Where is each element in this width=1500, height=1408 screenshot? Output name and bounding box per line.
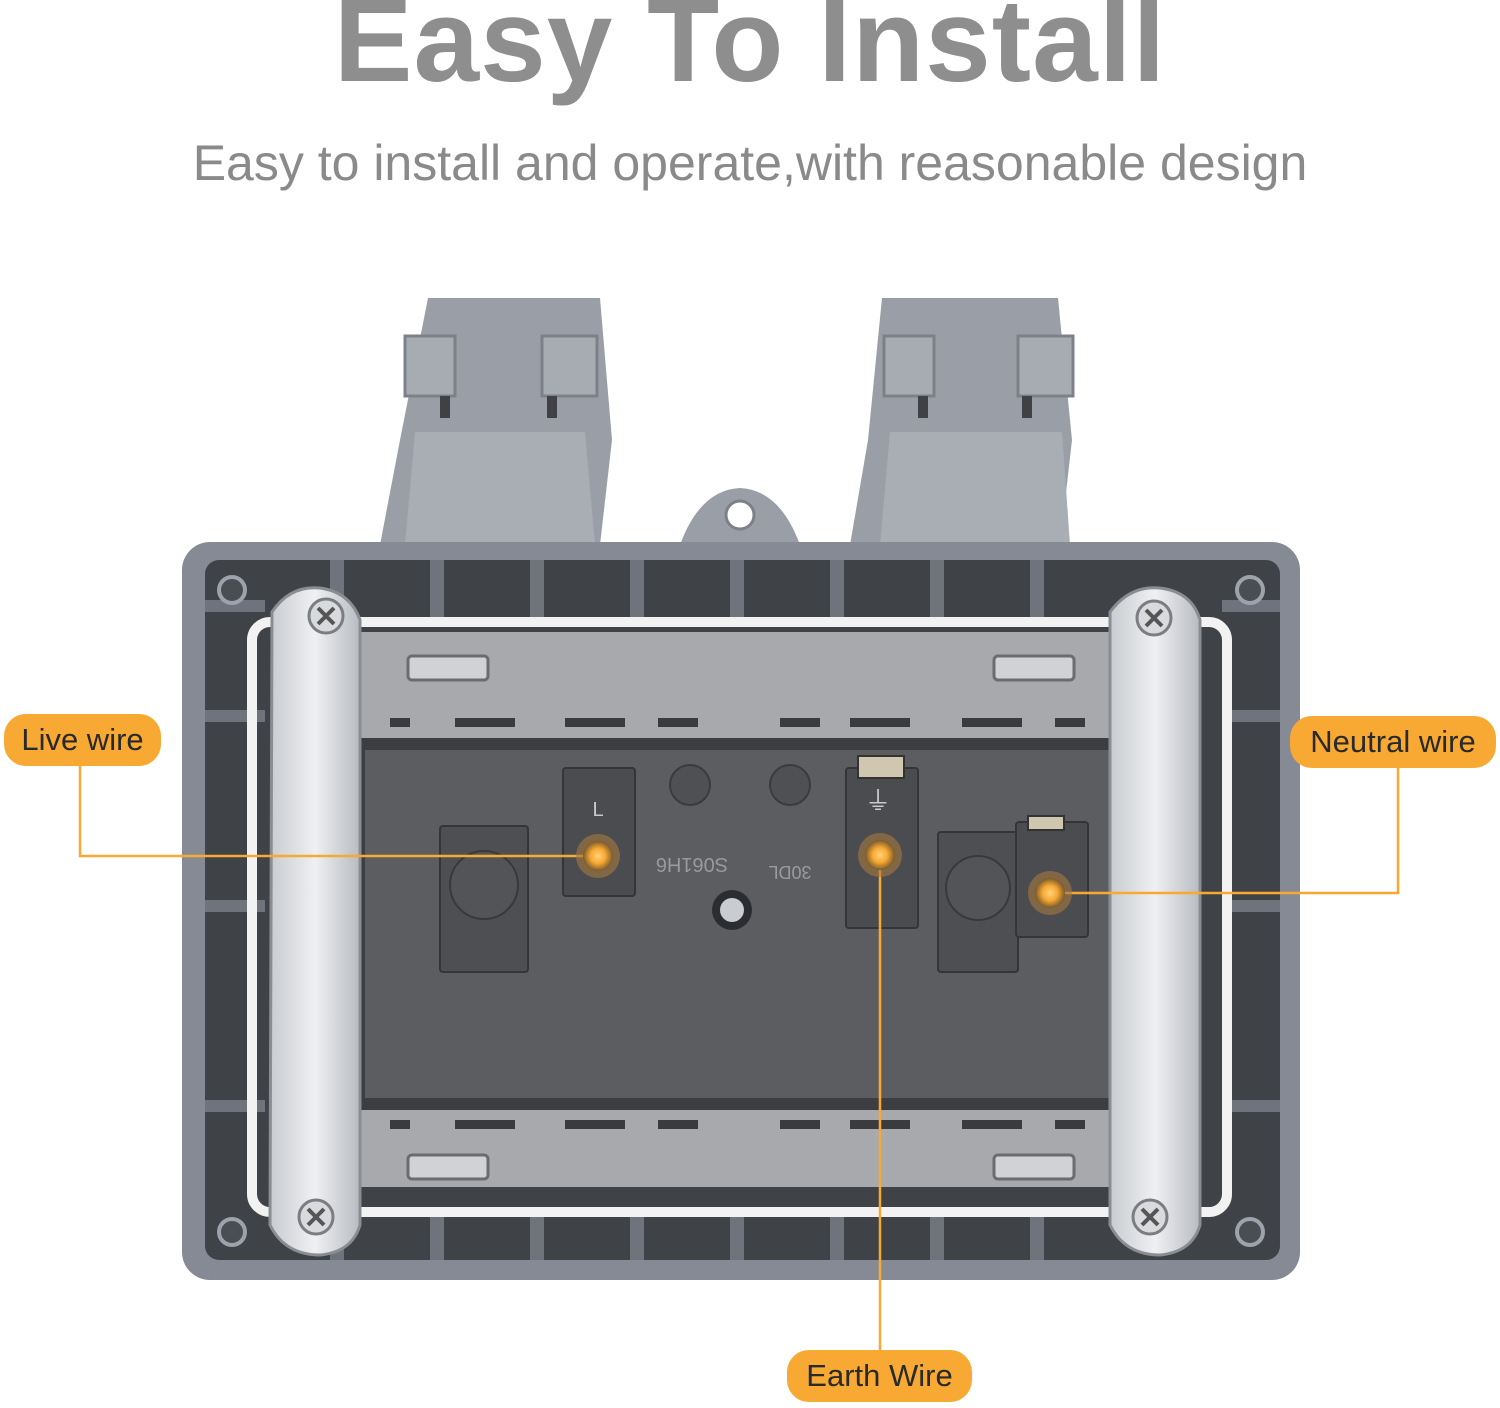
callout-earth-wire: Earth Wire — [787, 1350, 972, 1402]
metal-bracket-right — [1108, 586, 1202, 1257]
callout-live-wire: Live wire — [4, 714, 161, 766]
callout-line-live — [78, 766, 598, 858]
embossed-text-left: S061H6 — [656, 853, 728, 875]
callout-line-neutral — [1050, 768, 1400, 895]
terminal-earth — [858, 833, 902, 877]
callout-lines — [78, 766, 1400, 1350]
hinge-cover-right — [850, 298, 1075, 545]
page-title: Easy To Install — [333, 0, 1167, 107]
lock-tab — [680, 488, 800, 545]
metal-bracket-left — [268, 586, 362, 1257]
terminal-live — [576, 834, 620, 878]
hinge-cover-left — [380, 298, 612, 545]
socket-back-panel — [348, 738, 1133, 1110]
embossed-text-right: 30DL — [768, 862, 811, 882]
terminal-neutral — [1028, 871, 1072, 915]
callout-neutral-wire: Neutral wire — [1290, 716, 1496, 768]
page-subtitle: Easy to install and operate,with reasona… — [192, 135, 1308, 191]
terminal-mark-live: L — [592, 799, 603, 821]
terminal-mark-earth: ⏚ — [865, 787, 891, 817]
